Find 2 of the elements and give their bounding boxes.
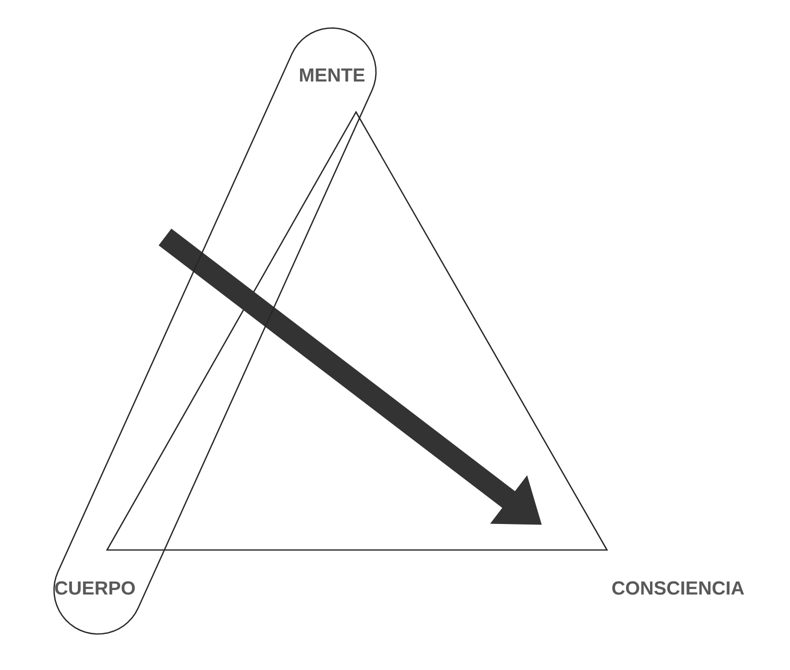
capsule: MENTE CUERPO [53,27,377,635]
corner-label: CONSCIENCIA [612,581,744,595]
